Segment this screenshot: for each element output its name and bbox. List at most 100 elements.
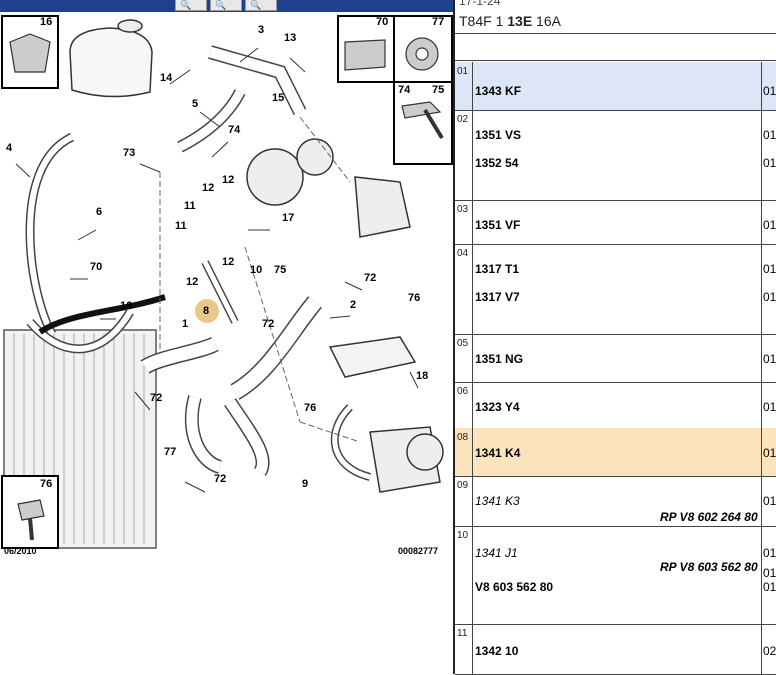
row-index: 09 [457, 480, 469, 491]
callout-11b[interactable]: 11 [175, 220, 187, 232]
part-reference[interactable]: 1343 KF [475, 84, 522, 98]
callout-74[interactable]: 74 [228, 124, 241, 136]
callout-8-highlighted[interactable]: 8 [203, 305, 210, 317]
diagram-drawing [1, 15, 453, 549]
column-separator [761, 428, 762, 476]
callout-10[interactable]: 10 [250, 264, 263, 276]
panel-date: 17-1-24 [459, 0, 501, 8]
column-separator [472, 382, 473, 428]
callout-3[interactable]: 3 [258, 24, 265, 36]
callout-70[interactable]: 70 [90, 261, 103, 273]
inset-label-70: 70 [376, 16, 389, 28]
part-reference[interactable]: 1317 V7 [475, 290, 520, 304]
callout-14[interactable]: 14 [160, 72, 173, 84]
callout-9[interactable]: 9 [302, 478, 309, 490]
part-quantity: 01 [763, 352, 776, 366]
row-index: 10 [457, 530, 469, 541]
callout-72b[interactable]: 72 [262, 318, 275, 330]
part-quantity: 01 [763, 218, 776, 232]
callout-72d[interactable]: 72 [214, 473, 227, 485]
inset-label-16: 16 [40, 16, 53, 28]
part-reference[interactable]: 1323 Y4 [475, 400, 520, 414]
callout-12b[interactable]: 12 [222, 174, 235, 186]
zoom-in-button[interactable]: 🔍 [175, 0, 207, 11]
replacement-part-reference[interactable]: RP V8 602 264 80 [660, 510, 758, 524]
row-index: 04 [457, 248, 469, 259]
callout-2[interactable]: 2 [350, 299, 357, 311]
inset-label-74: 74 [398, 84, 411, 96]
callout-6[interactable]: 6 [96, 206, 103, 218]
callout-72a[interactable]: 72 [364, 272, 377, 284]
column-separator [472, 334, 473, 382]
column-separator [761, 244, 762, 334]
callout-76a[interactable]: 76 [408, 292, 421, 304]
inset-label-76: 76 [40, 478, 53, 490]
parts-row-09[interactable]: 09 1341 K3 01 RP V8 602 264 80 [455, 476, 776, 527]
diagram-toolbar: 🔍 🔍 🔍 [0, 0, 455, 12]
panel-model-code: T84F 1 13E 16A [459, 13, 561, 29]
part-reference[interactable]: 1341 K3 [475, 494, 520, 508]
part-reference[interactable]: 1341 J1 [475, 546, 518, 560]
part-reference[interactable]: 1352 54 [475, 156, 519, 170]
replacement-part-reference[interactable]: RP V8 603 562 80 [660, 560, 758, 574]
part-reference[interactable]: 1351 NG [475, 352, 524, 366]
callout-75[interactable]: 75 [274, 264, 287, 276]
callout-12a[interactable]: 12 [202, 182, 215, 194]
part-reference[interactable]: 1317 T1 [475, 262, 520, 276]
column-separator [761, 476, 762, 526]
column-separator [761, 62, 762, 110]
part-quantity: 01 [763, 494, 776, 508]
parts-diagram[interactable]: 3 13 14 5 15 74 73 4 6 12 12 11 11 17 10… [0, 12, 455, 674]
row-index: 05 [457, 338, 469, 349]
parts-row-05[interactable]: 05 1351 NG 01 [455, 334, 776, 383]
parts-row-03[interactable]: 03 1351 VF 01 [455, 200, 776, 245]
part-reference[interactable]: 1342 10 [475, 644, 519, 658]
callout-11a[interactable]: 11 [184, 200, 196, 212]
callout-72c[interactable]: 72 [150, 392, 163, 404]
row-index: 08 [457, 432, 469, 443]
column-separator [472, 62, 473, 110]
callout-77[interactable]: 77 [164, 446, 177, 458]
part-quantity: 01 [763, 580, 776, 594]
zoom-fit-button[interactable]: 🔍 [245, 0, 277, 11]
header-divider [455, 60, 776, 61]
zoom-out-button[interactable]: 🔍 [210, 0, 242, 11]
callout-15[interactable]: 15 [272, 92, 285, 104]
callout-5[interactable]: 5 [192, 98, 199, 110]
part-reference[interactable]: V8 603 562 80 [475, 580, 554, 594]
column-separator [472, 200, 473, 244]
callout-12d[interactable]: 12 [186, 276, 199, 288]
callout-18[interactable]: 18 [416, 370, 429, 382]
callout-16b[interactable]: 16 [120, 300, 133, 312]
column-separator [761, 382, 762, 428]
row-index: 02 [457, 114, 469, 125]
part-reference[interactable]: 1341 K4 [475, 446, 521, 460]
column-separator [472, 428, 473, 476]
callout-17[interactable]: 17 [282, 212, 295, 224]
part-quantity: 01 [763, 290, 776, 304]
callout-4[interactable]: 4 [6, 142, 13, 154]
panel-divider[interactable] [453, 0, 455, 674]
part-reference[interactable]: 1351 VS [475, 128, 522, 142]
row-index: 03 [457, 204, 469, 215]
part-reference[interactable]: 1351 VF [475, 218, 521, 232]
callout-13[interactable]: 13 [284, 32, 297, 44]
parts-row-10[interactable]: 10 1341 J1 01 V8 603 562 80 01 RP V8 603 562 … [455, 526, 776, 625]
column-separator [761, 334, 762, 382]
callout-73[interactable]: 73 [123, 147, 136, 159]
callout-1[interactable]: 1 [182, 318, 189, 330]
part-quantity: 01 [763, 156, 776, 170]
model-code-prefix: T84F 1 [459, 13, 508, 29]
callout-12c[interactable]: 12 [222, 256, 235, 268]
magnifier-icon: 🔍 [180, 0, 192, 10]
callout-76b[interactable]: 76 [304, 402, 317, 414]
part-quantity: 01 [763, 546, 776, 560]
row-index: 11 [457, 628, 468, 639]
